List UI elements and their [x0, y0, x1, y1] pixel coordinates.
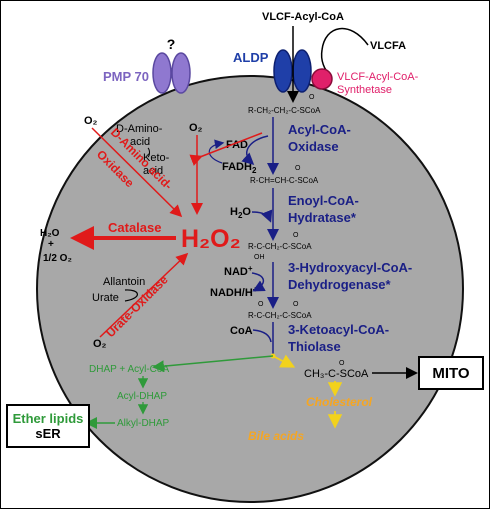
formula3: R-C-CH₂-C-SCoA	[248, 242, 312, 251]
enoyl-hydratase-line1: Enoyl-CoA-	[288, 193, 359, 208]
water-output: H₂O	[40, 228, 60, 239]
synthetase-label-line2: Synthetase	[337, 84, 392, 96]
formula3-oh: OH	[254, 254, 265, 261]
formula4: R-C-CH₂-C-SCoA	[248, 311, 312, 320]
fad-label: FAD	[226, 139, 248, 151]
formula3-oxo: O	[293, 232, 299, 239]
formula1-oxo: O	[309, 94, 315, 101]
o2-label-c: O₂	[93, 338, 107, 350]
bile-acids-label: Bile acids	[248, 429, 304, 443]
ketoacyl-thiolase-line1: 3-Ketoacyl-CoA-	[288, 322, 389, 337]
ether-lipids-box: Ether lipids sER	[6, 404, 90, 448]
aldp-transporter-left	[273, 49, 293, 93]
vlcf-acyl-coa-label: VLCF-Acyl-CoA	[262, 11, 344, 23]
urate-label: Urate	[92, 292, 119, 304]
mito-box: MITO	[418, 356, 484, 390]
acyl-coa-oxidase-line2: Oxidase	[288, 139, 339, 154]
aldp-label: ALDP	[233, 50, 269, 65]
acetyl-branch-arrow	[272, 354, 296, 368]
urate-oxidase-arrow	[99, 252, 189, 338]
vlcfa-curve	[320, 28, 369, 71]
nad-label: NAD+	[224, 264, 253, 278]
output-plus: +	[48, 239, 54, 250]
mito-label: MITO	[432, 364, 470, 382]
dhap-acyl-coa-label: DHAP + Acyl-CoA	[89, 364, 169, 375]
ser-label: sER	[35, 426, 61, 441]
d-amino-oxidase-arrow	[91, 127, 183, 218]
formula4-oxo-a: O	[258, 301, 264, 308]
acyl-dhap-label: Acyl-DHAP	[117, 391, 167, 402]
acyl-coa-oxidase-line1: Acyl-CoA-	[288, 122, 351, 137]
peroxisome-membrane	[36, 75, 464, 503]
cholesterol-label: Cholesterol	[306, 395, 373, 409]
synthetase-enzyme	[311, 68, 333, 90]
o2-label-a: O₂	[84, 115, 98, 127]
allantoin-label: Allantoin	[103, 276, 145, 288]
h2o-label: H2O	[230, 206, 251, 220]
h2o2-label: H₂O₂	[181, 225, 241, 253]
pmp70-question: ?	[167, 36, 176, 52]
urate-reaction-arrow	[124, 289, 138, 302]
acyl-oxidase-h2o2-arrow	[189, 132, 263, 166]
enoyl-hydratase-line2: Hydratase*	[288, 210, 357, 225]
vlcfa-label: VLCFA	[370, 40, 406, 52]
fad-recycle-arrow	[208, 139, 225, 164]
o2-label-b: O₂	[189, 122, 203, 134]
hydroxyacyl-dehydrogenase-line2: Dehydrogenase*	[288, 277, 392, 292]
oxygen-output: 1/2 O₂	[43, 253, 72, 264]
coa-arrow	[252, 329, 272, 343]
d-amino-reaction-bracket	[147, 147, 150, 158]
d-amino-acid-line1: D-Amino-	[116, 123, 163, 135]
pmp70-transporter-right	[171, 52, 191, 94]
catalase-label: Catalase	[108, 220, 161, 235]
acetyl-oxo: O	[339, 360, 345, 367]
acetyl-coa-formula: CH₃-C-SCoA	[304, 368, 369, 380]
keto-acid-line2: acid	[143, 165, 163, 177]
formula2: R-CH=CH-C-SCoA	[250, 176, 319, 185]
alkyl-dhap-label: Alkyl-DHAP	[117, 418, 170, 429]
aldp-transporter-right	[292, 49, 312, 93]
coa-label: CoA	[230, 325, 253, 337]
hydration-arrow	[251, 209, 273, 223]
formula1: R-CH₂-CH₂-C-SCoA	[248, 106, 321, 115]
pmp70-transporter-left	[152, 52, 172, 94]
fad-reduction-arrow	[241, 135, 269, 166]
pmp70-label: PMP 70	[103, 69, 149, 84]
formula2-oxo: O	[295, 165, 301, 172]
ether-lipids-label: Ether lipids	[12, 411, 84, 426]
d-amino-acid-line2: acid	[130, 136, 150, 148]
nad-reduction-arrow	[251, 272, 266, 292]
synthetase-label-line1: VLCF-Acyl-CoA-	[337, 71, 419, 83]
nadh-label: NADH/H+	[210, 285, 258, 299]
hydroxyacyl-dehydrogenase-line1: 3-Hydroxyacyl-CoA-	[288, 260, 412, 275]
ketoacyl-thiolase-line2: Thiolase	[288, 339, 341, 354]
ether-lipid-branch-arrow	[152, 355, 274, 373]
formula4-oxo-b: O	[293, 301, 299, 308]
